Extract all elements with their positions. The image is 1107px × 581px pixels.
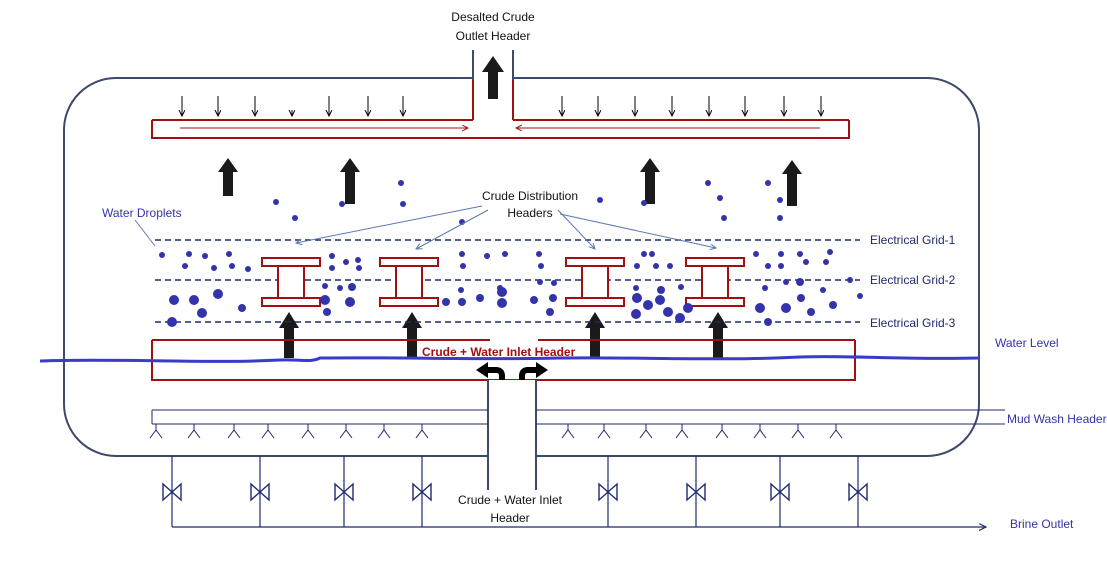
distribution-header-2 <box>379 257 439 307</box>
split-arrows <box>486 367 538 396</box>
collector-arrows <box>182 96 821 116</box>
valve-icon <box>770 482 790 502</box>
drain-valves <box>162 482 868 502</box>
inlet-label-line2: Header <box>490 511 529 525</box>
electrical-grids <box>155 239 860 323</box>
water-droplets <box>159 180 863 327</box>
outlet-label-line1: Desalted Crude <box>451 10 535 24</box>
valve-icon <box>334 482 354 502</box>
callout-lines <box>134 205 716 249</box>
distribution-header-1 <box>261 257 321 307</box>
water-level-line <box>39 355 980 363</box>
inner-inlet-label: Crude + Water Inlet Header <box>422 345 576 359</box>
distribution-headers <box>261 257 745 307</box>
mud-wash-nozzles <box>149 424 843 439</box>
valve-icon <box>250 482 270 502</box>
grid2-label: Electrical Grid-2 <box>870 273 956 287</box>
distribution-header-3 <box>565 257 625 307</box>
valve-icon <box>162 482 182 502</box>
distribution-header-4 <box>685 257 745 307</box>
outlet-label-line2: Outlet Header <box>456 29 531 43</box>
grid3-label: Electrical Grid-3 <box>870 316 956 330</box>
valve-icon <box>686 482 706 502</box>
grid1-label: Electrical Grid-1 <box>870 233 956 247</box>
split-arrow-right-head <box>536 362 548 378</box>
outlet-arrow-up <box>482 56 504 99</box>
mud-wash-label: Mud Wash Header <box>1007 412 1107 426</box>
brine-outlet-label: Brine Outlet <box>1010 517 1074 531</box>
inlet-label-line1: Crude + Water Inlet <box>458 493 563 507</box>
mud-wash-header <box>151 409 1005 425</box>
distribution-label-line2: Headers <box>507 206 552 220</box>
inlet-label-bg <box>452 490 574 526</box>
valve-icon <box>848 482 868 502</box>
water-level-label: Water Level <box>995 336 1059 350</box>
valve-icon <box>598 482 618 502</box>
valve-icon <box>412 482 432 502</box>
split-arrow-left-head <box>476 362 488 378</box>
outlet-header <box>151 80 850 139</box>
water-droplets-label: Water Droplets <box>102 206 182 220</box>
distribution-label-line1: Crude Distribution <box>482 189 578 203</box>
inlet-pipe-mask <box>487 380 537 500</box>
